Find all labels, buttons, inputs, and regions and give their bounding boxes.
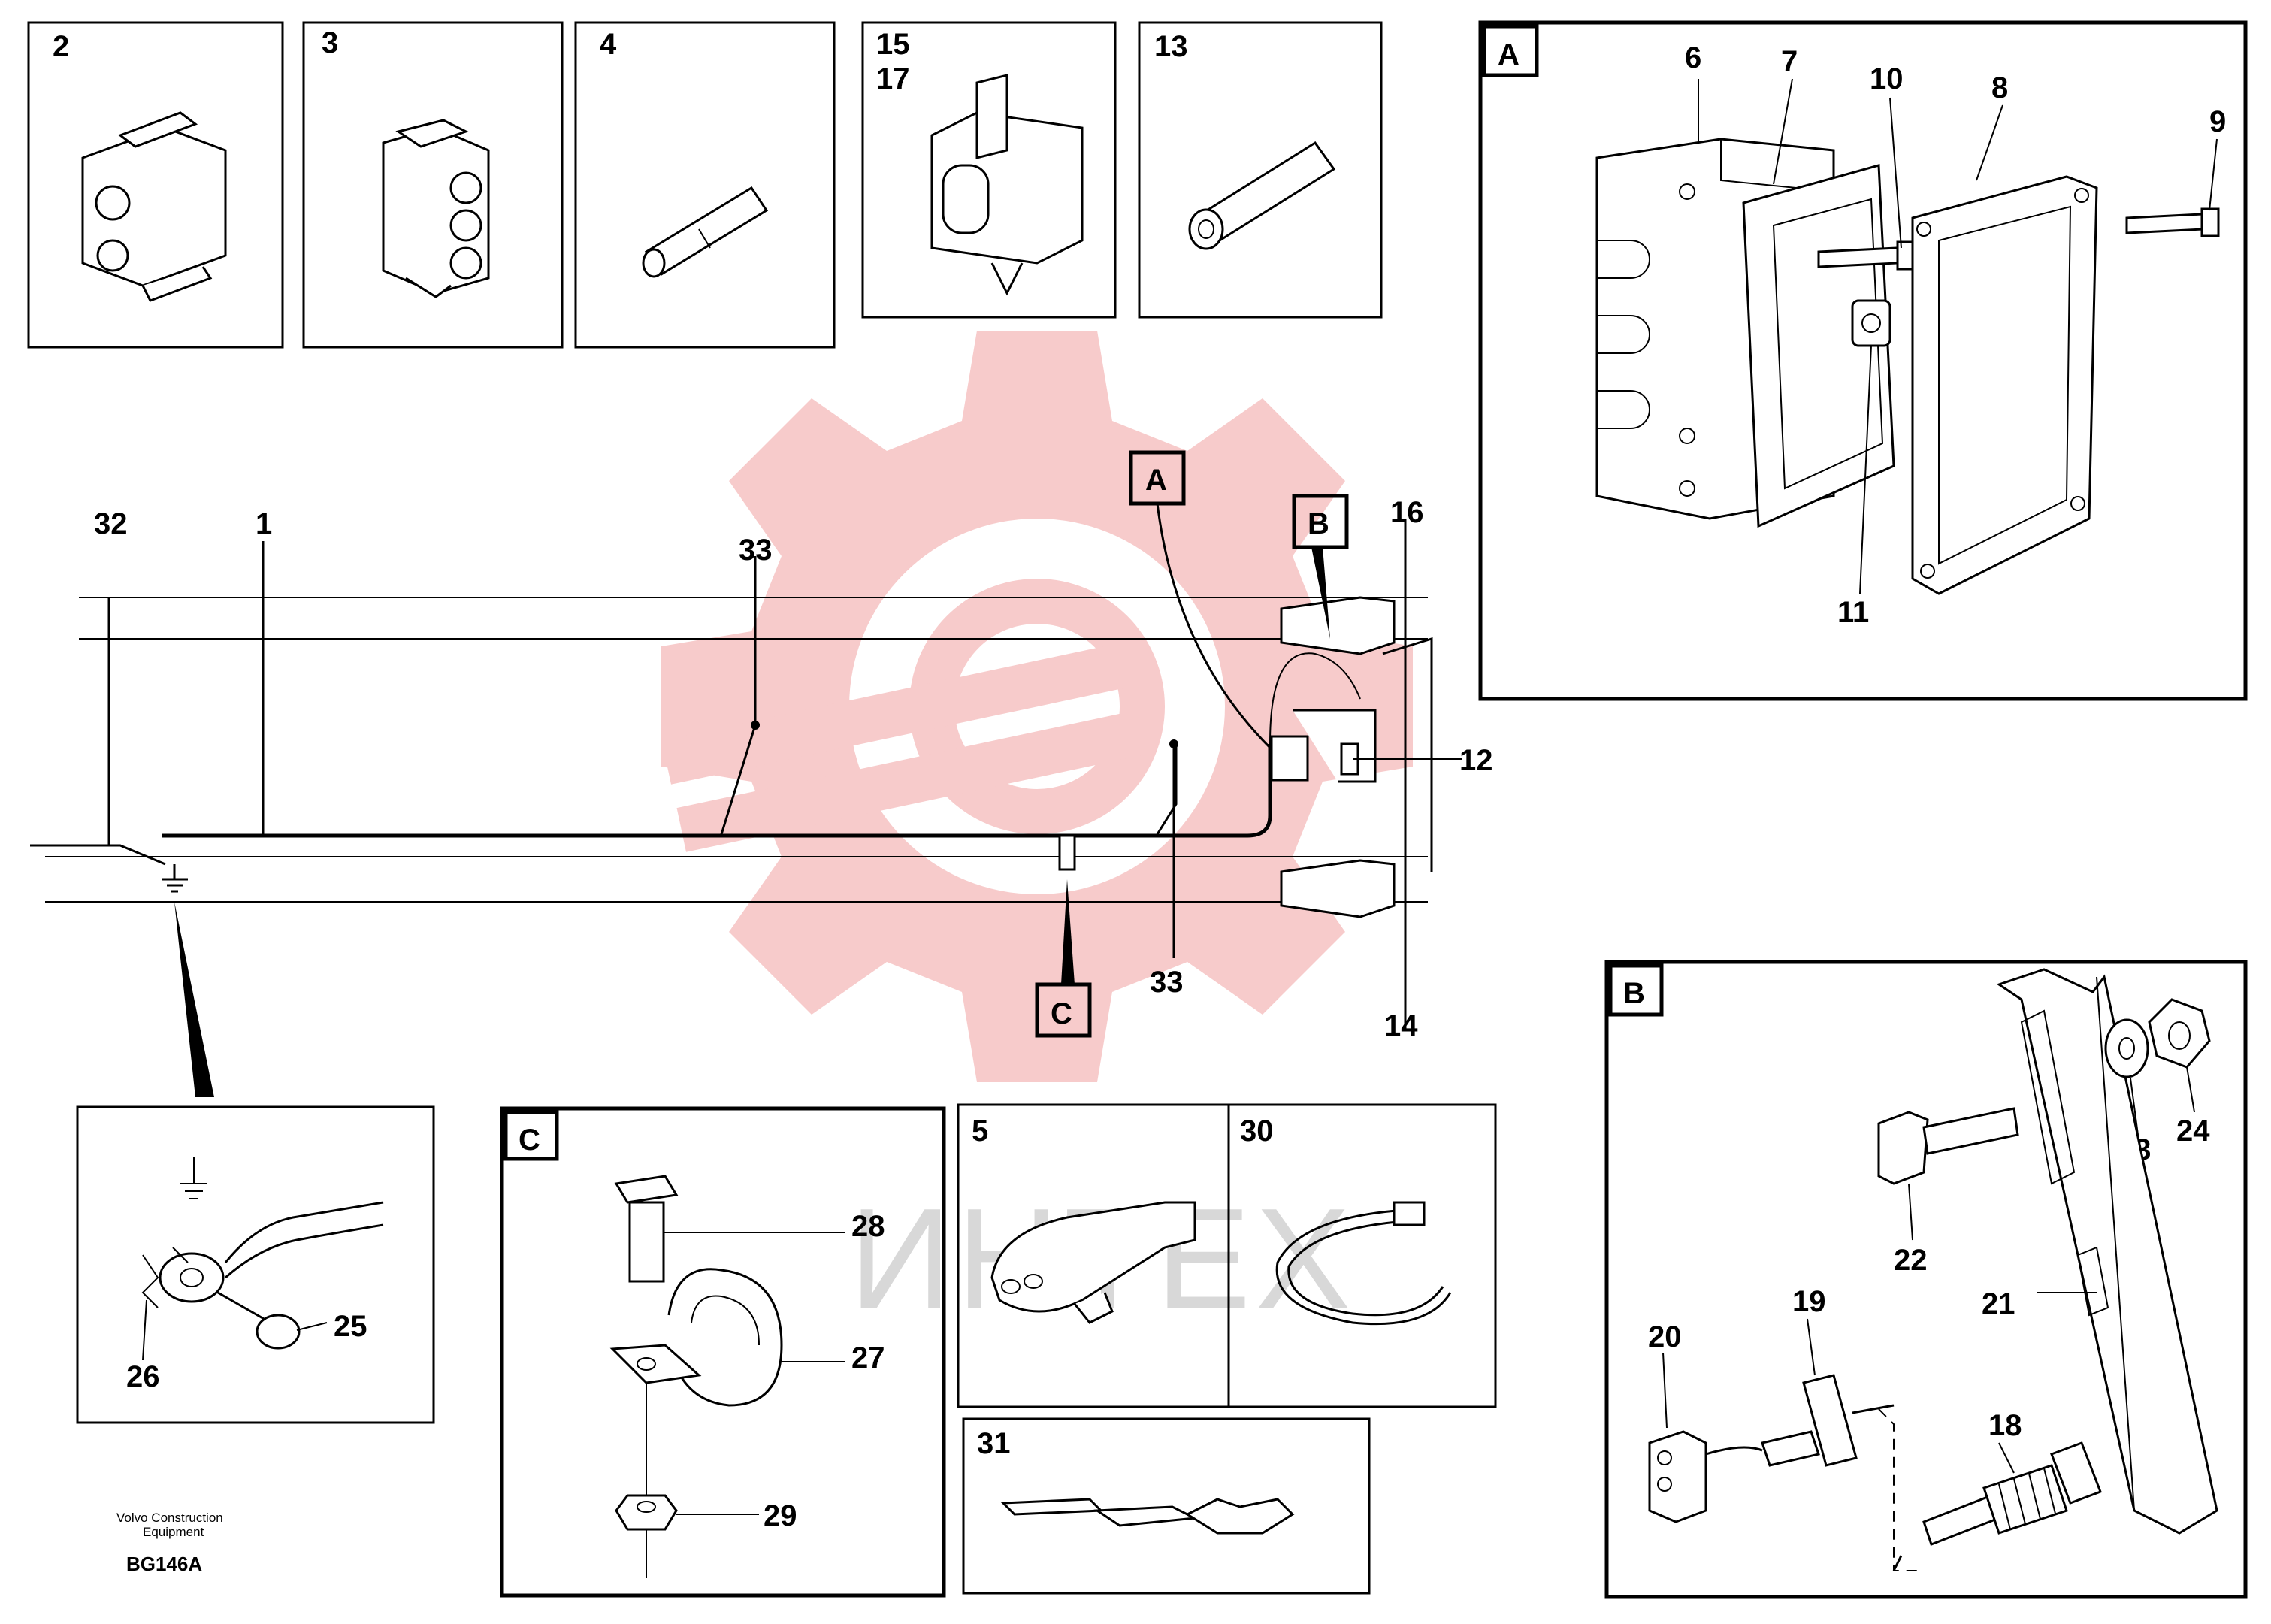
callout-25: 25 — [334, 1310, 367, 1343]
ground-detail-box: 25 26 — [76, 1105, 435, 1424]
splice-4-icon — [642, 186, 769, 278]
ring-terminal-icon — [141, 1201, 384, 1350]
main-harness-view: 32 1 33 16 12 14 33 — [30, 450, 1493, 1097]
callout-15: 15 — [876, 28, 910, 61]
bracket-21-icon — [1996, 968, 2218, 1535]
callout-11: 11 — [1837, 596, 1869, 629]
callout-14: 14 — [1384, 1009, 1418, 1042]
bolt-22-icon — [1877, 1107, 2019, 1185]
callout-32: 32 — [94, 507, 128, 540]
drawing-code: BG146A — [126, 1553, 202, 1575]
callout-28: 28 — [851, 1210, 885, 1243]
footer: Volvo Construction Equipment BG146A — [116, 1511, 223, 1575]
screw-icon — [2125, 207, 2220, 237]
washer-23-icon — [2104, 1018, 2149, 1078]
callout-5: 5 — [972, 1114, 988, 1148]
part-box-31: 31 — [962, 1417, 1371, 1595]
part-box-2: 2 — [27, 21, 284, 349]
cable-tie-icon — [1275, 1201, 1452, 1326]
nut-24-icon — [2148, 998, 2211, 1069]
main-tag-c: C — [1051, 997, 1072, 1030]
callout-9: 9 — [2209, 105, 2226, 138]
callout-30: 30 — [1240, 1114, 1274, 1148]
callout-7: 7 — [1781, 45, 1798, 78]
detail-a-tag: A — [1498, 38, 1520, 71]
detail-c-box: C 28 27 29 — [500, 1106, 946, 1598]
splice-13-icon — [1188, 141, 1336, 250]
callout-27: 27 — [851, 1341, 885, 1375]
callout-2: 2 — [53, 30, 69, 63]
main-tag-b: B — [1308, 507, 1329, 540]
part-box-4: 4 — [574, 21, 836, 349]
callout-8: 8 — [1991, 71, 2008, 104]
connector-2-icon — [81, 111, 227, 302]
part-box-3: 3 — [302, 21, 564, 349]
callout-10: 10 — [1870, 62, 1904, 95]
ground-symbol-icon — [180, 1157, 207, 1199]
part-box-13: 13 — [1138, 21, 1383, 319]
boot-5-icon — [990, 1201, 1196, 1324]
detail-a-box: A 6 7 10 8 9 11 — [1478, 20, 2248, 701]
callout-20: 20 — [1648, 1320, 1682, 1353]
callout-18: 18 — [1988, 1409, 2022, 1442]
callout-21: 21 — [1982, 1287, 2015, 1320]
callout-33-bottom: 33 — [1150, 966, 1184, 999]
callout-16: 16 — [1390, 496, 1424, 529]
part-box-30: 30 — [1227, 1103, 1497, 1408]
nut-29-icon — [615, 1494, 678, 1531]
detail-b-box: B 23 24 22 21 20 19 18 — [1604, 960, 2248, 1599]
callout-22: 22 — [1894, 1244, 1928, 1277]
callout-6: 6 — [1685, 41, 1701, 74]
watermark-gear-icon — [661, 331, 1413, 1082]
connector-15-icon — [930, 74, 1084, 296]
part-box-5: 5 — [957, 1103, 1230, 1408]
callout-13: 13 — [1154, 30, 1188, 63]
callout-3: 3 — [322, 26, 338, 59]
callout-29: 29 — [764, 1499, 797, 1532]
cover-icon — [1911, 175, 2098, 595]
main-tag-a: A — [1145, 464, 1167, 497]
connector-20-icon — [1648, 1430, 1763, 1523]
detail-b-tag: B — [1623, 977, 1645, 1010]
callout-4: 4 — [600, 28, 617, 61]
sensor-18-icon — [1922, 1441, 2102, 1546]
bolt-10-icon — [1817, 240, 1914, 271]
callout-1: 1 — [256, 507, 272, 540]
callout-31: 31 — [977, 1427, 1011, 1460]
callout-12: 12 — [1459, 744, 1493, 777]
bolt-28-icon — [614, 1175, 679, 1283]
callout-26: 26 — [126, 1360, 160, 1393]
detail-c-tag: C — [519, 1123, 540, 1157]
callout-19: 19 — [1792, 1285, 1826, 1318]
part-box-15-17: 15 17 — [861, 21, 1117, 319]
connector-3-icon — [382, 119, 490, 298]
callout-17: 17 — [876, 62, 910, 95]
terminal-31-icon — [1000, 1498, 1295, 1535]
plug-19-icon — [1761, 1374, 1895, 1467]
callout-24: 24 — [2176, 1114, 2210, 1148]
company-line-1: Volvo Construction — [116, 1511, 223, 1525]
clip-11-icon — [1851, 299, 1891, 347]
clamp-27-icon — [609, 1268, 783, 1407]
company-line-2: Equipment — [143, 1525, 204, 1539]
